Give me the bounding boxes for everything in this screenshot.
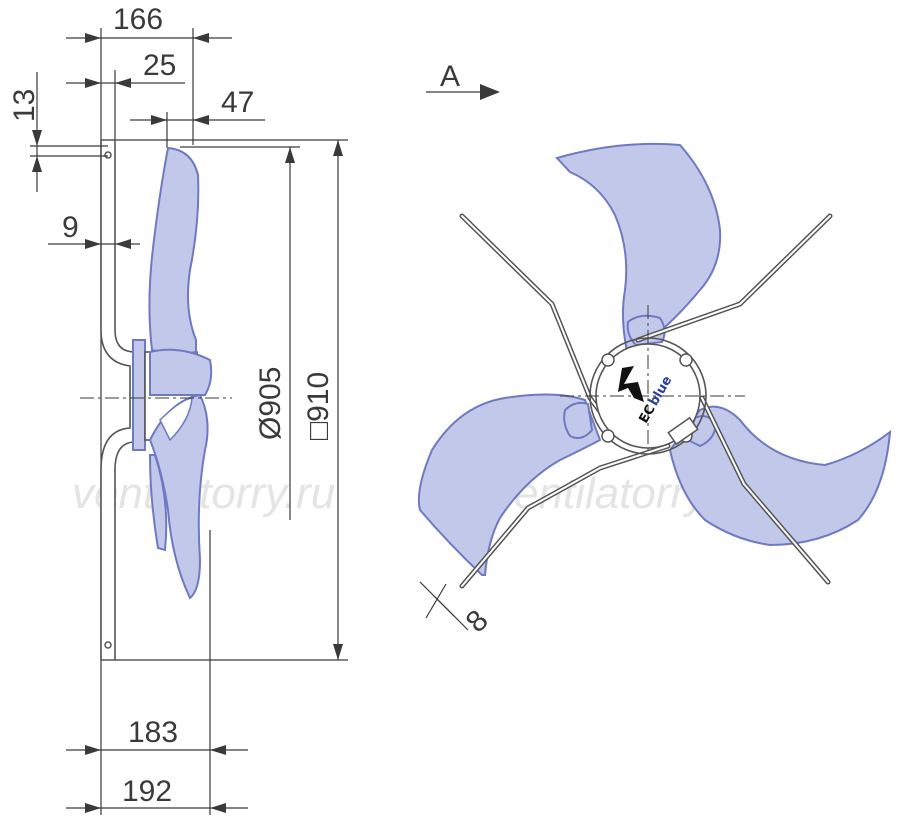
ebm-lightning-icon (618, 366, 644, 402)
front-blade-top (555, 142, 722, 383)
side-blade-hub (149, 348, 213, 396)
side-blade-tip (148, 454, 168, 552)
side-view: 166 25 47 13 9 Ø905 □910 (8, 3, 348, 815)
support-strap (100, 139, 136, 661)
side-blade-upper (148, 146, 200, 355)
dim-diameter-905: Ø905 (254, 367, 287, 440)
view-label-a: A (440, 60, 460, 93)
motor-flange (132, 339, 146, 451)
dim-square-910: □910 (302, 372, 335, 440)
cable-gland (667, 416, 699, 446)
side-blade-lower (148, 393, 209, 600)
dim-9: 9 (62, 211, 79, 244)
dim-166: 166 (113, 3, 163, 36)
front-view: A EC blue (417, 60, 892, 639)
dim-183: 183 (128, 716, 178, 749)
dim-8: 8 (460, 604, 495, 639)
dim-13: 13 (8, 89, 41, 122)
dim-47: 47 (221, 86, 254, 119)
dim-25: 25 (143, 49, 176, 82)
front-blade-left (417, 393, 602, 576)
watermark-left: ventilatorry.ru (72, 469, 335, 518)
dim-192: 192 (122, 775, 172, 808)
